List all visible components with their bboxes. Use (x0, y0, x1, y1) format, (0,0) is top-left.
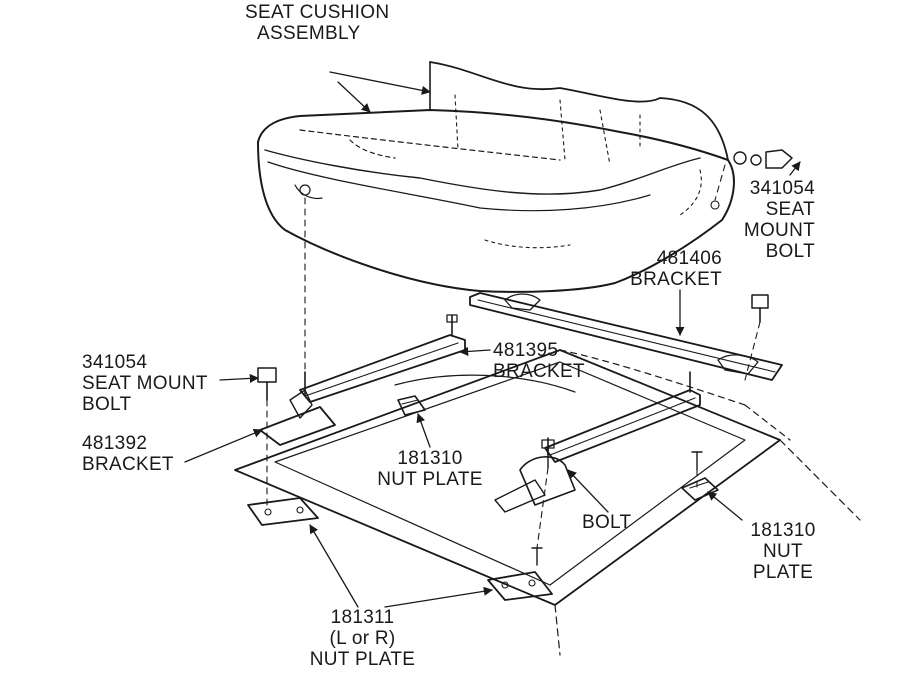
bracket-481392 (259, 371, 336, 446)
center-bolt (541, 439, 555, 469)
leader-lines (184, 71, 801, 608)
label-seat-mount-bolt-right: 341054 SEAT MOUNT BOLT (743, 178, 815, 262)
label-bracket-481406: 481406 BRACKET (630, 248, 722, 290)
label-bolt-center: BOLT (582, 512, 632, 533)
seat-mount-bolt-right (751, 294, 769, 323)
label-bracket-481392: 481392 BRACKET (82, 433, 174, 475)
seat-cushion-assembly (257, 61, 735, 293)
label-seat-cushion-assembly: SEAT CUSHION ASSEMBLY (245, 2, 390, 44)
alignment-lines (266, 164, 761, 549)
right-seat-track (494, 371, 701, 513)
bracket-481406 (469, 292, 783, 381)
seat-mount-bolt-top (733, 149, 793, 169)
label-bracket-481395: 481395 BRACKET (493, 340, 585, 382)
seat-mount-bolt-left (257, 367, 277, 401)
floor-pan (234, 349, 861, 656)
label-nut-plate-181311: 181311 (L or R) NUT PLATE (309, 607, 416, 670)
label-nut-plate-181310-center: 181310 NUT PLATE (377, 448, 483, 490)
label-nut-plate-181310-right: 181310 NUT PLATE (750, 520, 816, 583)
nut-plate-181311-right (487, 571, 553, 601)
small-studs (531, 451, 703, 566)
nut-plate-181311-left (247, 497, 319, 526)
nut-plate-181310-center (397, 395, 426, 416)
bracket-481395 (299, 314, 466, 403)
label-seat-mount-bolt-left: 341054 SEAT MOUNT BOLT (82, 352, 208, 415)
